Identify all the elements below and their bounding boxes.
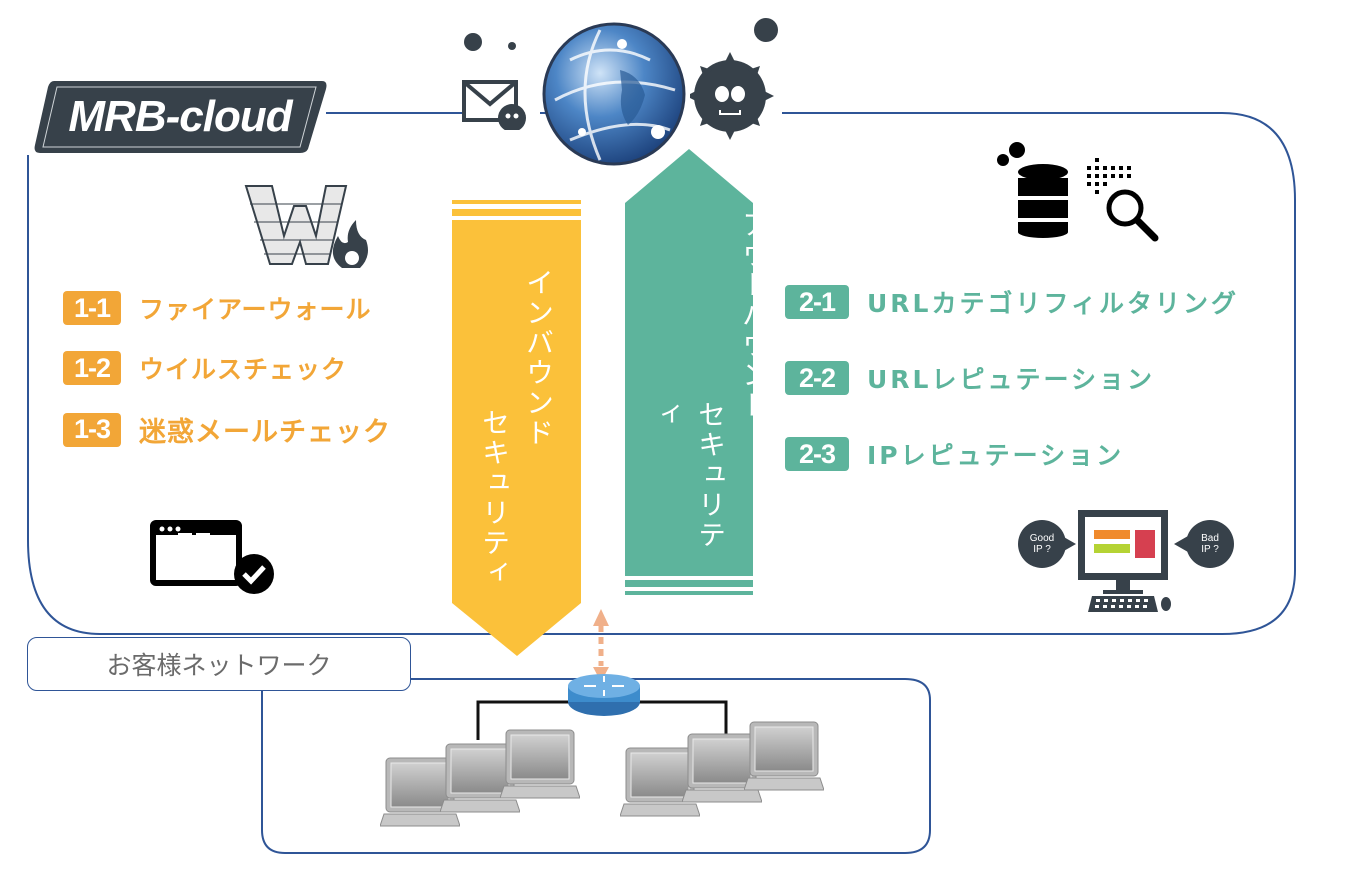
mrb-cloud-logo: MRB-cloud <box>32 79 328 155</box>
mail-virus-icon <box>460 20 540 130</box>
item-badge: 1-3 <box>63 412 121 447</box>
item-badge: 2-3 <box>785 437 849 471</box>
outbound-item: 2-2 URLレピュテーション <box>785 360 1239 396</box>
customer-network-label: お客様ネットワーク <box>27 637 411 691</box>
inbound-label-line1: インバウンド <box>522 268 555 448</box>
good-ip-line1: Good <box>1029 533 1055 544</box>
item-label: 迷惑メールチェック <box>139 417 391 448</box>
laptop-icon <box>744 720 824 792</box>
bad-ip-line1: Bad <box>1201 533 1219 544</box>
database-search-icon <box>995 138 1165 248</box>
network-cable-left <box>476 700 572 740</box>
item-badge: 2-2 <box>785 361 849 395</box>
outbound-label-line1: アウトバウンド <box>738 210 771 420</box>
item-label: URLレピュテーション <box>867 365 1155 394</box>
skull-virus-icon <box>690 14 790 144</box>
inbound-item: 1-1 ファイアーウォール <box>63 290 391 326</box>
laptop-icon <box>500 728 580 800</box>
item-label: URLカテゴリフィルタリング <box>867 289 1239 318</box>
outbound-item: 2-3 IPレピュテーション <box>785 436 1239 472</box>
laptop-icon <box>440 742 520 814</box>
inbound-label-line2: セキュリティ <box>478 408 511 588</box>
logo-text: MRB-cloud <box>68 92 292 141</box>
brick-wall-fire-icon <box>242 176 372 271</box>
outbound-security-label: アウトバウンド セキュリティ <box>644 210 776 570</box>
laptop-icon <box>682 732 762 804</box>
item-badge: 2-1 <box>785 285 849 319</box>
router-icon <box>566 670 642 720</box>
inbound-security-label: インバウンド セキュリティ <box>472 268 560 598</box>
customer-network-text: お客様ネットワーク <box>106 651 332 680</box>
outbound-item: 2-1 URLカテゴリフィルタリング <box>785 284 1239 320</box>
cloud-boundary <box>27 112 1296 635</box>
outbound-arrow <box>625 149 753 595</box>
outbound-label-line2: セキュリティ <box>650 400 727 550</box>
item-label: IPレピュテーション <box>867 441 1125 470</box>
globe-icon <box>540 20 688 168</box>
good-ip-line2: IP ? <box>1033 544 1051 555</box>
laptop-icon <box>380 756 460 828</box>
inbound-item: 1-3 迷惑メールチェック <box>63 410 391 449</box>
inbound-item: 1-2 ウイルスチェック <box>63 350 391 386</box>
bad-ip-line2: IP ? <box>1201 544 1219 555</box>
laptop-icon <box>620 746 700 818</box>
item-label: ウイルスチェック <box>139 355 348 384</box>
network-cable-right <box>632 700 728 740</box>
inbound-arrow <box>452 200 581 656</box>
bad-ip-bubble: Bad IP ? <box>1186 520 1234 568</box>
item-badge: 1-1 <box>63 291 121 325</box>
customer-network-boundary <box>261 678 931 854</box>
item-badge: 1-2 <box>63 351 121 385</box>
item-label: ファイアーウォール <box>139 295 372 324</box>
bad-bubble-tail <box>1174 536 1188 552</box>
monitor-icon <box>1068 508 1178 618</box>
good-ip-bubble: Good IP ? <box>1018 520 1066 568</box>
browser-check-icon <box>150 520 290 600</box>
good-bubble-tail <box>1062 536 1076 552</box>
